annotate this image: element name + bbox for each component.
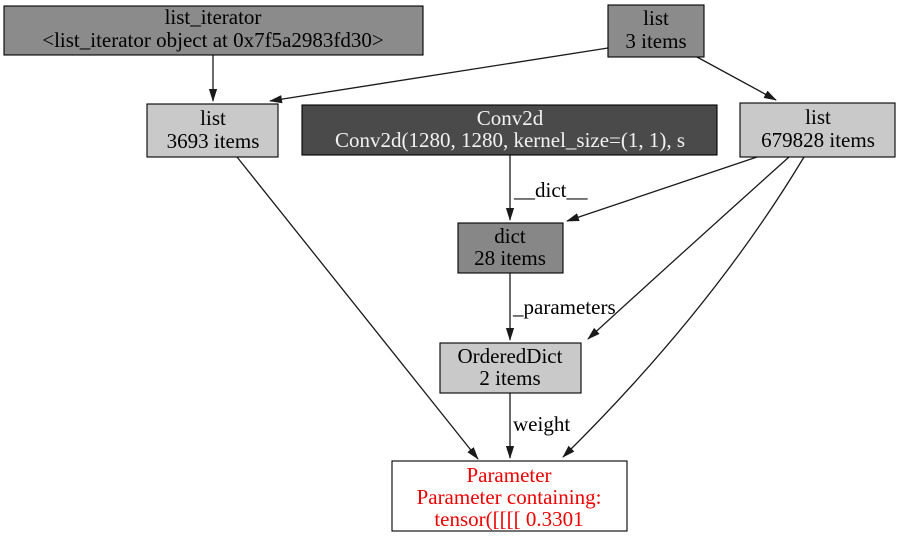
edge-label-weight-attr: weight bbox=[513, 412, 570, 436]
node-list-iterator-type: list_iterator bbox=[165, 5, 262, 29]
node-list-iterator: list_iterator <list_iterator object at 0… bbox=[3, 5, 424, 56]
node-parameter-type: Parameter bbox=[466, 463, 551, 487]
node-list-iterator-detail: <list_iterator object at 0x7f5a2983fd30> bbox=[42, 28, 384, 52]
node-list-679828: list 679828 items bbox=[739, 102, 896, 158]
node-parameter-detail: Parameter containing: bbox=[417, 485, 602, 509]
node-list-3693-type: list bbox=[200, 106, 226, 130]
node-conv2d: Conv2d Conv2d(1280, 1280, kernel_size=(1… bbox=[301, 104, 718, 156]
node-list-679828-type: list bbox=[805, 105, 831, 129]
node-ordereddict-type: OrderedDict bbox=[458, 344, 563, 368]
node-dict-type: dict bbox=[494, 224, 526, 248]
edge-list679828-to-parameter bbox=[562, 156, 805, 458]
node-list-3-box bbox=[607, 4, 705, 58]
node-dict: dict 28 items bbox=[457, 222, 564, 274]
node-conv2d-box bbox=[301, 104, 718, 156]
edge-group: __dict__ _parameters weight bbox=[208, 47, 805, 460]
node-conv2d-type: Conv2d bbox=[477, 106, 544, 130]
node-list-3693: list 3693 items bbox=[146, 103, 279, 158]
node-list-3693-box bbox=[146, 103, 279, 158]
edge-list3693-to-parameter bbox=[236, 156, 479, 460]
edge-label-parameters-attr: _parameters bbox=[512, 295, 616, 319]
node-ordereddict-box bbox=[439, 342, 582, 394]
node-dict-box bbox=[457, 222, 564, 274]
node-parameter-target: Parameter Parameter containing: tensor([… bbox=[391, 460, 628, 532]
node-parameter-box bbox=[391, 460, 628, 532]
node-list-3-type: list bbox=[643, 6, 669, 30]
edge-list679828-to-dict bbox=[566, 156, 758, 222]
edge-list3-to-list679828 bbox=[696, 56, 777, 101]
node-list-679828-box bbox=[739, 102, 896, 158]
node-list-679828-detail: 679828 items bbox=[761, 128, 875, 152]
node-conv2d-detail: Conv2d(1280, 1280, kernel_size=(1, 1), s bbox=[335, 128, 685, 152]
edge-label-dict-attr: __dict__ bbox=[513, 178, 588, 202]
edge-list3-to-list3693 bbox=[269, 47, 609, 104]
node-list-3693-detail: 3693 items bbox=[167, 129, 260, 153]
node-ordereddict: OrderedDict 2 items bbox=[439, 342, 582, 394]
node-list-3: list 3 items bbox=[607, 4, 705, 58]
node-list-iterator-box bbox=[3, 5, 424, 56]
node-parameter-detail2: tensor([[[[ 0.3301 bbox=[434, 507, 583, 531]
node-ordereddict-detail: 2 items bbox=[479, 366, 540, 390]
node-list-3-detail: 3 items bbox=[625, 29, 686, 53]
edge-list679828-to-ordereddict bbox=[587, 156, 790, 340]
node-dict-detail: 28 items bbox=[474, 246, 546, 270]
